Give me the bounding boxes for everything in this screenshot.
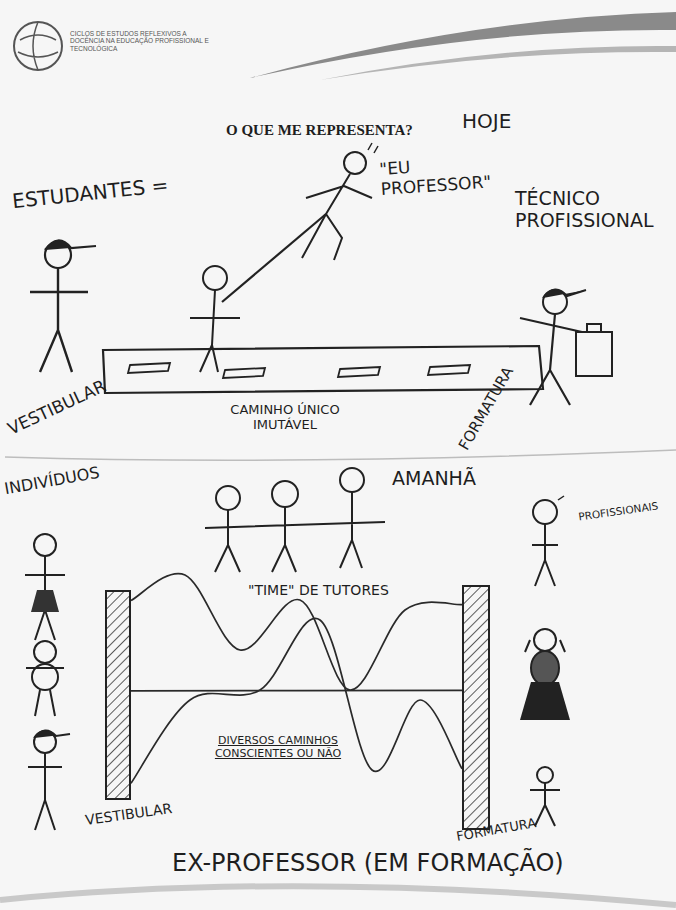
handwritten-label: "TIME" DE TUTORES	[248, 582, 389, 598]
road-dash	[128, 363, 170, 373]
teacher-body	[302, 174, 372, 260]
handwritten-label: VESTIBULAR	[5, 377, 109, 439]
reach-line	[222, 214, 326, 302]
briefcase-handle	[587, 324, 601, 332]
graduation-robe	[520, 682, 570, 720]
node-text: CAMINHO ÚNICO IMUTÁVEL	[210, 403, 360, 433]
individual-cap	[34, 730, 70, 738]
road-band: CAMINHO ÚNICO IMUTÁVEL	[100, 345, 545, 395]
road-outline	[103, 346, 543, 393]
road-dash	[428, 365, 470, 375]
student-body	[30, 268, 88, 372]
student-head	[203, 266, 227, 290]
straight-path	[131, 690, 462, 692]
wavy-path	[131, 574, 462, 690]
hatched-bar: VESTIBULAR	[105, 590, 131, 800]
road-dash	[338, 367, 380, 377]
handwritten-label: TÉCNICO PROFISSIONAL	[515, 188, 673, 232]
professional-head	[537, 767, 553, 783]
quote-ticks	[368, 143, 378, 153]
node-outline	[462, 585, 490, 830]
wavy-path	[131, 618, 462, 783]
handwritten-label: FORMATURA	[456, 364, 518, 453]
hatched-bar: FORMATURA	[462, 585, 490, 830]
node-text: VESTIBULAR	[84, 800, 173, 828]
handwritten-label: DIVERSOS CAMINHOS CONSCIENTES OU NÃO	[214, 735, 342, 760]
tutor-head	[272, 481, 298, 507]
individual-body	[28, 753, 62, 830]
handwritten-label: ESTUDANTES =	[11, 174, 169, 213]
logo-globe	[14, 22, 62, 70]
technician-cap	[543, 289, 586, 298]
student-body	[190, 290, 240, 372]
bar-outline	[463, 586, 489, 829]
node-outline	[100, 345, 545, 395]
road-dash	[223, 368, 265, 378]
divider-line	[5, 450, 676, 460]
handwritten-label: CICLOS DE ESTUDOS REFLEXIVOS A DOCÊNCIA …	[70, 30, 210, 52]
diagram-title: O QUE ME REPRESENTA?	[226, 122, 413, 139]
handwritten-label: EX-PROFESSOR (EM FORMAÇÃO)	[172, 850, 564, 878]
individual-head	[34, 534, 56, 556]
logo-lines	[18, 22, 58, 70]
tutor-head	[216, 486, 240, 510]
handwritten-label: HOJE	[462, 110, 511, 133]
node-outline	[105, 590, 131, 800]
student-cap	[45, 240, 96, 250]
professional-head	[533, 500, 557, 524]
handwritten-label: PROFISSIONAIS	[578, 499, 659, 522]
individual-body	[26, 668, 64, 716]
professional-body	[531, 651, 559, 685]
header-swoosh	[320, 46, 676, 80]
footer-swoosh	[0, 886, 676, 905]
bar-outline	[106, 591, 130, 799]
briefcase	[576, 332, 612, 376]
handwritten-label: AMANHÃ	[392, 468, 476, 490]
individual-body	[25, 556, 65, 640]
technician-body	[520, 314, 582, 405]
handwritten-label: INDIVÍDUOS	[3, 464, 101, 499]
quote-tick	[558, 496, 564, 500]
tutor-head	[340, 468, 364, 492]
individual-skirt	[31, 590, 59, 612]
tutor-bodies	[205, 492, 385, 572]
professional-head	[534, 629, 556, 651]
individual-head	[34, 641, 56, 663]
header-swoosh	[250, 12, 676, 78]
professional-body	[532, 524, 558, 586]
teacher-head	[344, 152, 366, 174]
handwritten-label: "EU PROFESSOR"	[379, 152, 499, 199]
